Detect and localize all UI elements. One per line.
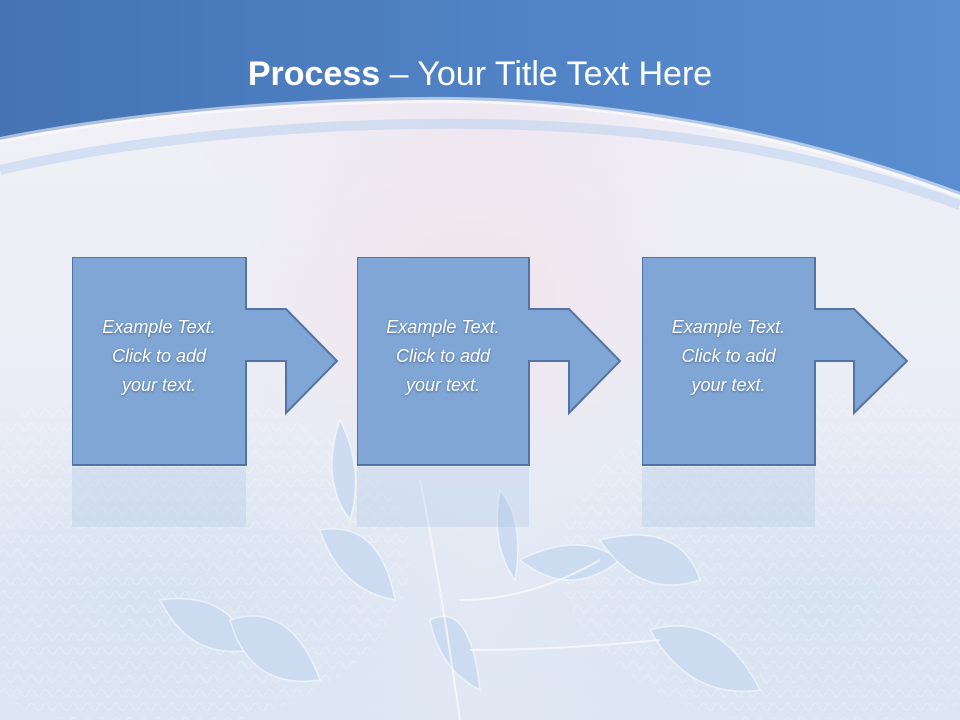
title-bold: Process	[247, 55, 381, 93]
step-text-line: Example Text.	[386, 317, 500, 337]
step-text-line: your text.	[405, 375, 481, 395]
step-text[interactable]: Example Text. Click to add your text.	[642, 313, 815, 400]
step-text-line: your text.	[691, 375, 766, 395]
step-arrow-shape	[642, 257, 909, 527]
step-text-line: Example Text.	[102, 317, 216, 337]
title-rest: Your Title Text Here	[417, 55, 713, 93]
step-text[interactable]: Example Text. Click to add your text.	[357, 313, 529, 400]
step-text-line: Click to add	[111, 346, 207, 366]
title-separator: –	[380, 55, 418, 93]
process-step-3[interactable]: Example Text. Click to add your text.	[642, 257, 912, 537]
step-arrow-shape	[357, 257, 622, 527]
step-text[interactable]: Example Text. Click to add your text.	[72, 313, 246, 400]
process-step-2[interactable]: Example Text. Click to add your text.	[357, 257, 627, 537]
step-text-line: Click to add	[681, 346, 776, 366]
process-step-1[interactable]: Example Text. Click to add your text.	[72, 257, 342, 537]
slide-title: Process – Your Title Text Here	[0, 52, 960, 96]
step-text-line: Example Text.	[671, 317, 786, 337]
step-arrow-shape	[72, 257, 339, 527]
step-text-line: your text.	[121, 375, 197, 395]
step-text-line: Click to add	[395, 346, 491, 366]
